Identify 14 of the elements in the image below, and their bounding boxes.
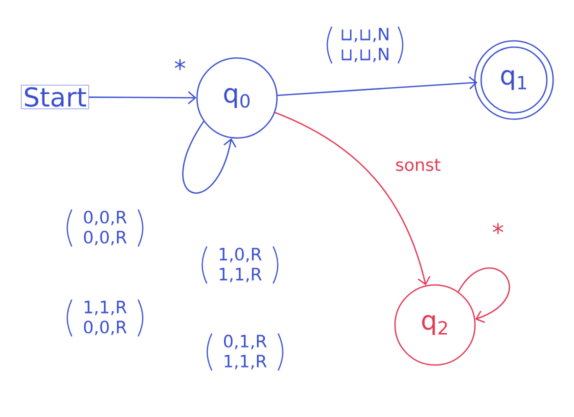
transition-label: 1,1,R 0,0,R bbox=[66, 299, 144, 337]
arrow bbox=[278, 76, 478, 96]
arrow bbox=[274, 112, 430, 286]
arrow bbox=[458, 268, 510, 323]
transition-label: ⊔,⊔,N ⊔,⊔,N bbox=[326, 26, 404, 64]
transition-label: 0,0,R 0,0,R bbox=[66, 209, 144, 247]
edge-label: sonst bbox=[394, 158, 442, 172]
star-mark: * bbox=[173, 58, 187, 78]
transition-label: 0,1,R 1,1,R bbox=[206, 333, 284, 371]
star-mark: * bbox=[491, 222, 505, 242]
arrow bbox=[88, 91, 196, 104]
transition-label: 1,0,R 1,1,R bbox=[202, 246, 278, 284]
arrow bbox=[182, 120, 236, 194]
start-text: Start bbox=[21, 84, 89, 110]
